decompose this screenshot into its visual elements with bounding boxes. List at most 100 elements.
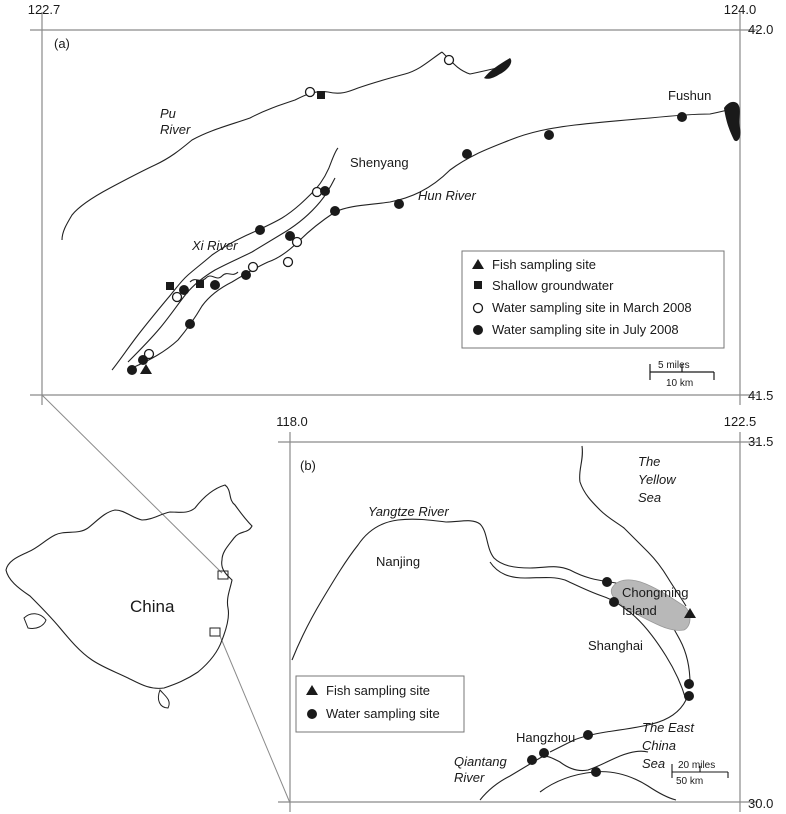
scale-bar-a: 5 miles 10 km [649,360,715,389]
label-yellow-sea-3: Sea [638,490,661,505]
label-east-sea-3: Sea [642,756,665,771]
label-east-sea-2: China [642,738,676,753]
groundwater-site [166,282,174,290]
label-hangzhou: Hangzhou [516,730,575,745]
legend-fish-icon [472,259,484,269]
panel-a: 122.7 124.0 42.0 41.5 (a) Fushun Shenyan… [28,2,773,405]
label-east-sea-1: The East [642,720,695,735]
panel-label-b: (b) [300,458,316,473]
legend-water-july-icon [473,325,483,335]
inset-box-b [209,627,221,637]
legend-water-july-label: Water sampling site in July 2008 [492,322,679,337]
water-march-site [171,291,183,303]
label-chongming-1: Chongming [622,585,689,600]
legend-fish-label-b: Fish sampling site [326,683,430,698]
water-july-site [138,355,148,365]
pu-river-line [61,51,443,241]
label-xi-river: Xi River [191,238,238,253]
water-july-site [179,285,189,295]
water-site [684,679,694,689]
china-inset: China [5,484,253,709]
reservoir-fushun [724,101,741,142]
southern-river-line [539,771,677,801]
xi-river-inner [127,177,336,363]
water-site [527,755,537,765]
connector-b [219,635,291,804]
water-march-site [443,54,455,66]
inset-box-a [217,570,229,580]
legend-water-march-label: Water sampling site in March 2008 [492,300,692,315]
label-shenyang: Shenyang [350,155,409,170]
panel-label-a: (a) [54,36,70,51]
legend-groundwater-icon [474,281,482,289]
water-july-site [394,199,404,209]
scale-bar-b: 20 miles 50 km [671,760,729,787]
legend-b: Fish sampling site Water sampling site [295,675,465,733]
east-china-sea-coast [549,699,687,753]
water-march-site [143,348,155,360]
water-march-site [247,261,259,273]
legend-box-b [295,675,465,733]
label-qiantang-1: Qiantang [454,754,508,769]
water-july-site [320,186,330,196]
label-yellow-sea-2: Yellow [638,472,677,487]
groundwater-site [196,280,204,288]
legend-groundwater-label: Shallow groundwater [492,278,614,293]
water-site [583,730,593,740]
coord-lon-right-a: 124.0 [724,2,757,17]
reservoir-a [484,58,512,79]
fish-site [140,364,152,374]
water-july-site [544,130,554,140]
fish-site [684,608,696,618]
scale-km-b: 50 km [676,776,703,787]
hun-river-line [131,107,736,369]
coord-lon-left-a: 122.7 [28,2,61,17]
water-site [609,597,619,607]
coord-lon-right-b: 122.5 [724,414,757,429]
water-july-site [677,112,687,122]
label-qiantang-2: River [454,770,485,785]
water-site [539,748,549,758]
legend-water-icon-b [307,709,317,719]
yellow-sea-coast [579,445,687,607]
water-july-site [462,149,472,159]
connector-a [41,394,223,574]
coord-lat-bottom-a: 41.5 [748,388,773,403]
groundwater-site [317,91,325,99]
label-yellow-sea-1: The [638,454,660,469]
scale-miles-a: 5 miles [658,360,690,371]
coord-lon-left-b: 118.0 [276,414,308,429]
water-site [591,767,601,777]
legend-box-a [461,250,725,349]
water-site [602,577,612,587]
label-chongming-2: Island [622,603,657,618]
water-july-site [127,365,137,375]
label-fushun: Fushun [668,88,711,103]
china-outline [5,484,253,689]
label-nanjing: Nanjing [376,554,420,569]
hainan-outline [157,689,170,709]
legend-fish-label: Fish sampling site [492,257,596,272]
water-march-site [304,86,316,98]
label-hun-river: Hun River [418,188,476,203]
label-shanghai: Shanghai [588,638,643,653]
water-july-site [241,270,251,280]
legend-fish-icon-b [306,685,318,695]
yangtze-south-bank [489,561,687,701]
scale-miles-b: 20 miles [678,760,715,771]
water-march-site [282,256,294,268]
water-july-site [330,206,340,216]
qiantang-river-line [479,750,649,801]
legend-a: Fish sampling site Shallow groundwater W… [461,250,725,349]
label-china: China [130,597,175,616]
water-july-site [285,231,295,241]
coord-lat-top-b: 31.5 [748,434,773,449]
sites-a [127,54,687,375]
china-coast-detail [23,613,47,629]
xi-river-line [111,147,339,371]
panel-b: 118.0 122.5 31.5 30.0 (b) The Yellow Sea… [276,414,773,812]
sites-b [527,577,696,777]
coord-lat-top-a: 42.0 [748,22,773,37]
legend-water-label-b: Water sampling site [326,706,440,721]
